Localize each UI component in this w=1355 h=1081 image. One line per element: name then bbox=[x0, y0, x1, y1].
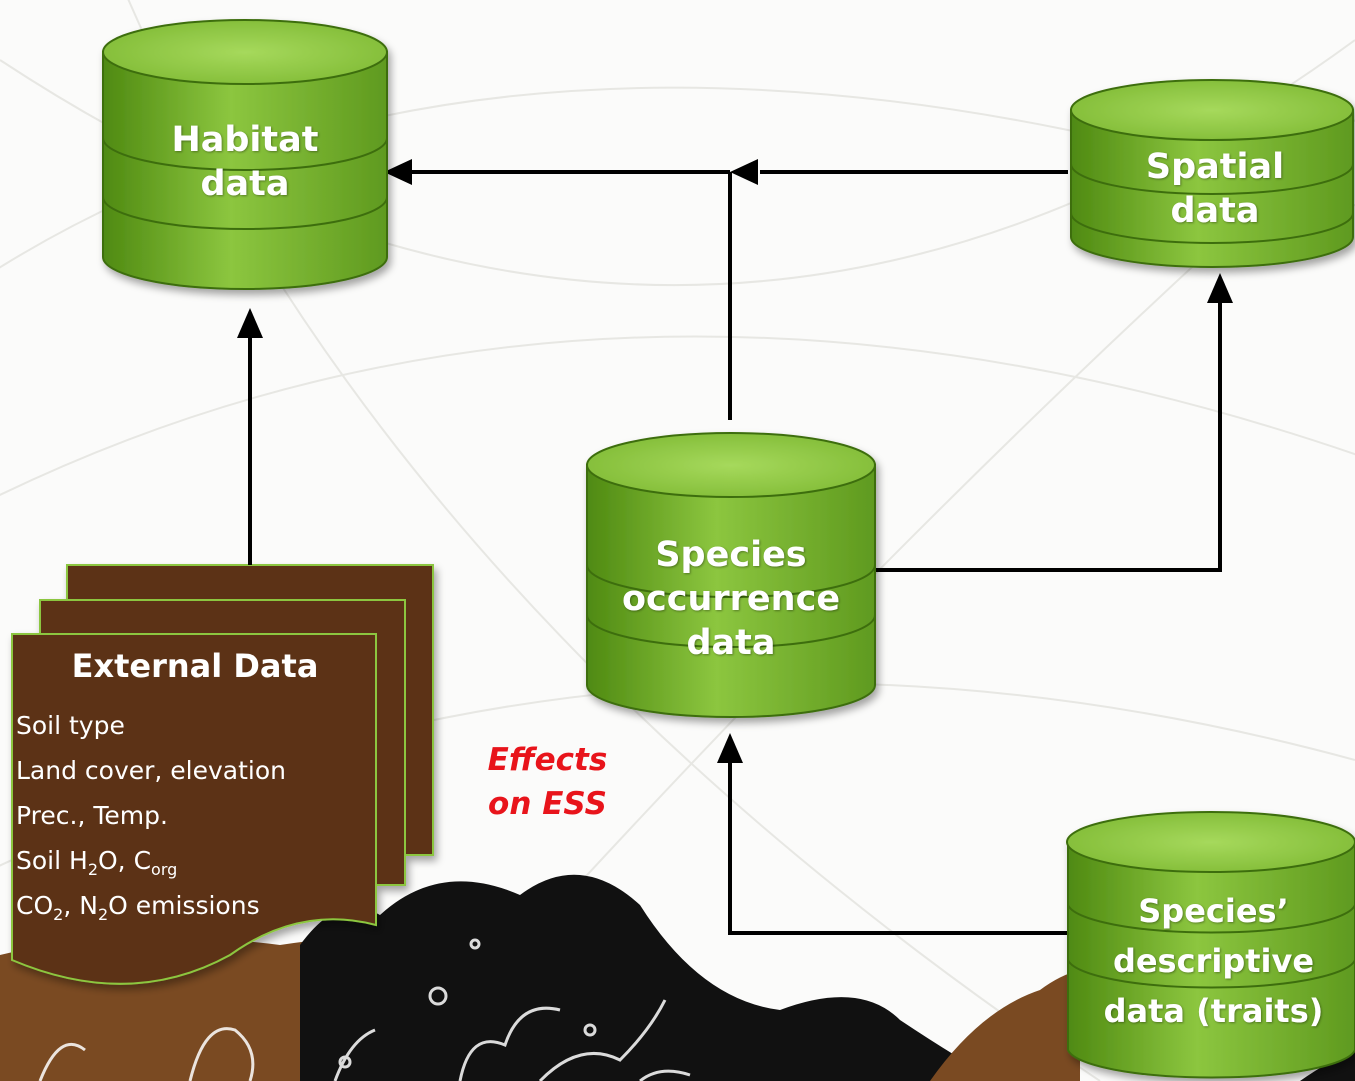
occurrence-label-line3: data bbox=[686, 623, 776, 663]
external-item-emissions: CO2, N2O emissions bbox=[16, 883, 376, 928]
spatial-label-line2: data bbox=[1170, 191, 1260, 231]
soil-mid: O, C bbox=[98, 846, 152, 875]
external-item-soil-type: Soil type bbox=[16, 711, 125, 740]
emis-tail: O emissions bbox=[108, 891, 260, 920]
external-item-prec-temp: Prec., Temp. bbox=[16, 801, 168, 830]
habitat-data-label: Habitat data bbox=[145, 118, 345, 206]
database-habitat bbox=[102, 19, 388, 290]
external-item-land-cover: Land cover, elevation bbox=[16, 756, 287, 785]
arrow-descriptive-to-occurrence bbox=[728, 760, 1068, 935]
descriptive-label-line2: descriptive bbox=[1112, 942, 1315, 980]
emis-sub1: 2 bbox=[53, 905, 64, 924]
external-item-soil-water-carbon: Soil H2O, Corg bbox=[16, 838, 376, 883]
occurrence-data-label: Species occurrence data bbox=[596, 533, 866, 665]
occurrence-label-line2: occurrence bbox=[621, 579, 841, 619]
emis-mid: , N bbox=[63, 891, 98, 920]
habitat-label-line2: data bbox=[200, 164, 290, 204]
spatial-data-label: Spatial data bbox=[1115, 145, 1315, 233]
emis-co: CO bbox=[16, 891, 54, 920]
effects-line1: Effects bbox=[487, 742, 608, 778]
document-stack-icon bbox=[11, 564, 434, 985]
arrow-occurrence-to-spatial bbox=[874, 300, 1222, 572]
soil-prefix: Soil H bbox=[16, 846, 88, 875]
database-spatial bbox=[1070, 79, 1354, 268]
arrow-icon bbox=[237, 159, 1233, 763]
descriptive-data-label: Species’ descriptive data (traits) bbox=[1072, 886, 1355, 1036]
occurrence-label-line1: Species bbox=[655, 535, 807, 575]
emis-sub2: 2 bbox=[97, 905, 109, 924]
soil-sub1: 2 bbox=[87, 860, 98, 879]
soil-sub2: org bbox=[151, 860, 178, 879]
external-data-list: Soil type Land cover, elevation Prec., T… bbox=[16, 703, 376, 928]
habitat-label-line1: Habitat bbox=[171, 120, 319, 160]
descriptive-label-line1: Species’ bbox=[1138, 892, 1289, 930]
effects-line2: on ESS bbox=[488, 786, 607, 822]
database-descriptive bbox=[1066, 811, 1355, 1079]
effects-on-ess-label: Effects on ESS bbox=[470, 738, 625, 826]
descriptive-label-line3: data (traits) bbox=[1103, 992, 1324, 1030]
external-data-card bbox=[11, 633, 377, 985]
database-occurrence bbox=[586, 432, 876, 718]
external-data-title: External Data bbox=[71, 647, 319, 685]
spatial-label-line1: Spatial bbox=[1145, 147, 1285, 187]
